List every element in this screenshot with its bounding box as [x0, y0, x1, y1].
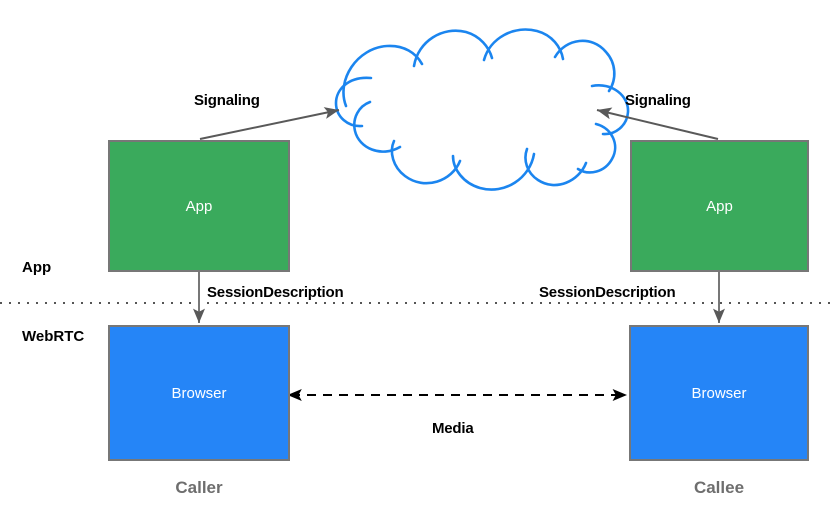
callee-app-box[interactable]: App [630, 140, 809, 272]
callee-role-label: Callee [693, 478, 745, 497]
caller-browser-box-label: Browser [171, 384, 227, 402]
caller-role-label: Caller [175, 478, 223, 497]
callee-browser-box-label: Browser [691, 384, 747, 402]
caller-app-box[interactable]: App [108, 140, 290, 272]
caller-browser-box[interactable]: Browser [108, 325, 290, 461]
webrtc-layer-label: WebRTC [22, 328, 85, 345]
signaling-label-left: Signaling [194, 92, 260, 109]
signaling-label-right: Signaling [625, 92, 691, 109]
signaling-arrow-right [596, 107, 719, 140]
callee-app-box-label: App [706, 197, 733, 215]
callee-browser-box[interactable]: Browser [629, 325, 809, 461]
caller-app-box-label: App [185, 197, 213, 215]
cloud-icon [334, 28, 630, 191]
media-label: Media [432, 420, 474, 437]
signaling-arrow-left [199, 107, 340, 140]
sessiondescription-label-right: SessionDescription [539, 284, 676, 301]
app-layer-label: App [22, 259, 52, 276]
sessiondescription-label-left: SessionDescription [207, 284, 344, 301]
